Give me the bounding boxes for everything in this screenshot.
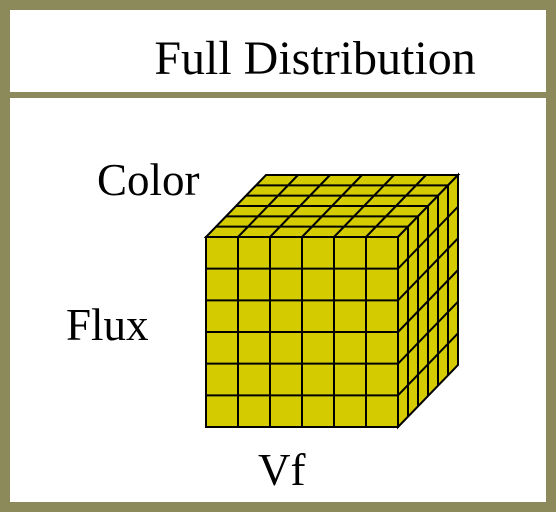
diagram-title: Full Distribution <box>154 32 476 85</box>
flux-axis-label: Flux <box>66 300 149 350</box>
cube-right-gridline <box>397 332 459 397</box>
title-divider <box>10 92 546 98</box>
color-axis-label: Color <box>97 155 200 205</box>
vf-axis-label: Vf <box>258 445 306 495</box>
